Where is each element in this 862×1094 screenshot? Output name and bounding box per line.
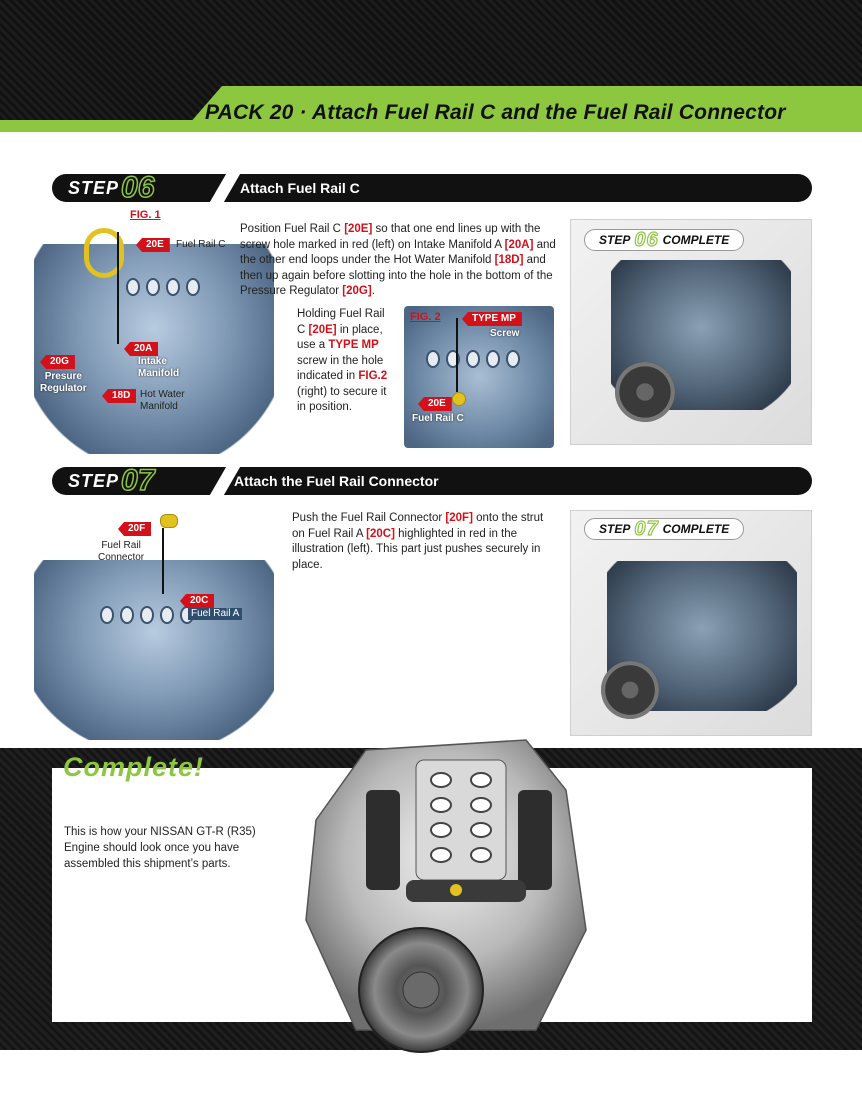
step-06-complete-photo — [570, 219, 812, 445]
leader-line — [162, 528, 164, 594]
label-pressure-regulator: Presure Regulator — [40, 371, 87, 394]
label-hot-water-manifold: Hot Water Manifold — [140, 389, 185, 412]
fig-2-engine-closeup — [404, 306, 554, 448]
step-07-complete-badge: STEP 07 COMPLETE — [584, 517, 745, 540]
step-07-instructions: Push the Fuel Rail Connector [20F] onto … — [292, 512, 544, 571]
step-07-engine-illustration — [34, 560, 274, 740]
step-06-complete-badge: STEP 06 COMPLETE — [584, 228, 745, 251]
label-intake-manifold: Intake Manifold — [138, 356, 180, 379]
tag-20G: 20G — [40, 355, 75, 369]
step-06-instructions: Position Fuel Rail C [20E] so that one e… — [240, 223, 556, 297]
tag-20A: 20A — [124, 342, 159, 356]
leader-line — [117, 232, 119, 344]
label-screw: Screw — [490, 328, 520, 339]
step-06-bar: STEP 06 Attach Fuel Rail C — [52, 171, 812, 204]
pack-number: PACK 20 — [205, 101, 294, 124]
fuel-rail-c-part — [452, 392, 466, 406]
fuel-rail-connector-part — [160, 514, 178, 528]
label-fuel-rail-c-fig2: Fuel Rail C — [412, 413, 464, 424]
tag-20C: 20C — [180, 594, 215, 608]
title-separator: · — [299, 101, 307, 124]
tag-20F: 20F — [118, 522, 152, 536]
step-07-bar: STEP 07 Attach the Fuel Rail Connector — [52, 464, 812, 497]
header-green-stripe — [0, 120, 862, 132]
title-text: Attach Fuel Rail C and the Fuel Rail Con… — [312, 101, 786, 124]
tag-type-mp: TYPE MP — [462, 312, 522, 326]
label-fuel-rail-a: Fuel Rail A — [188, 608, 243, 620]
label-fuel-rail-connector: Fuel Rail Connector — [98, 540, 145, 563]
step-07-logo: STEP 07 — [68, 464, 155, 497]
fig-2-label: FIG. 2 — [410, 311, 441, 323]
tag-18D: 18D — [102, 389, 137, 403]
fuel-rail-c-part — [84, 228, 124, 278]
leader-line — [456, 318, 458, 392]
step-06-screw-instructions: Holding Fuel Rail C [20E] in place, use … — [297, 308, 388, 413]
step-06-title: Attach Fuel Rail C — [240, 180, 360, 196]
complete-title: Complete! — [63, 752, 205, 782]
step-07-title: Attach the Fuel Rail Connector — [234, 473, 439, 489]
fig-1-label: FIG. 1 — [130, 209, 161, 221]
finished-engine-photo — [305, 739, 587, 1053]
complete-description: This is how your NISSAN GT-R (R35) Engin… — [64, 826, 256, 870]
label-fuel-rail-c: Fuel Rail C — [176, 239, 226, 250]
step-07-complete-photo — [570, 510, 812, 736]
tag-20E-fig2: 20E — [418, 397, 452, 411]
step-06-logo: STEP 06 — [68, 171, 155, 204]
flywheel-image — [601, 661, 659, 719]
page-title: PACK 20· Attach Fuel Rail C and the Fuel… — [205, 101, 786, 125]
flywheel-image — [615, 362, 675, 422]
tag-20E: 20E — [136, 238, 170, 252]
complete-subtitle: Intake Manifold A — [64, 788, 188, 805]
